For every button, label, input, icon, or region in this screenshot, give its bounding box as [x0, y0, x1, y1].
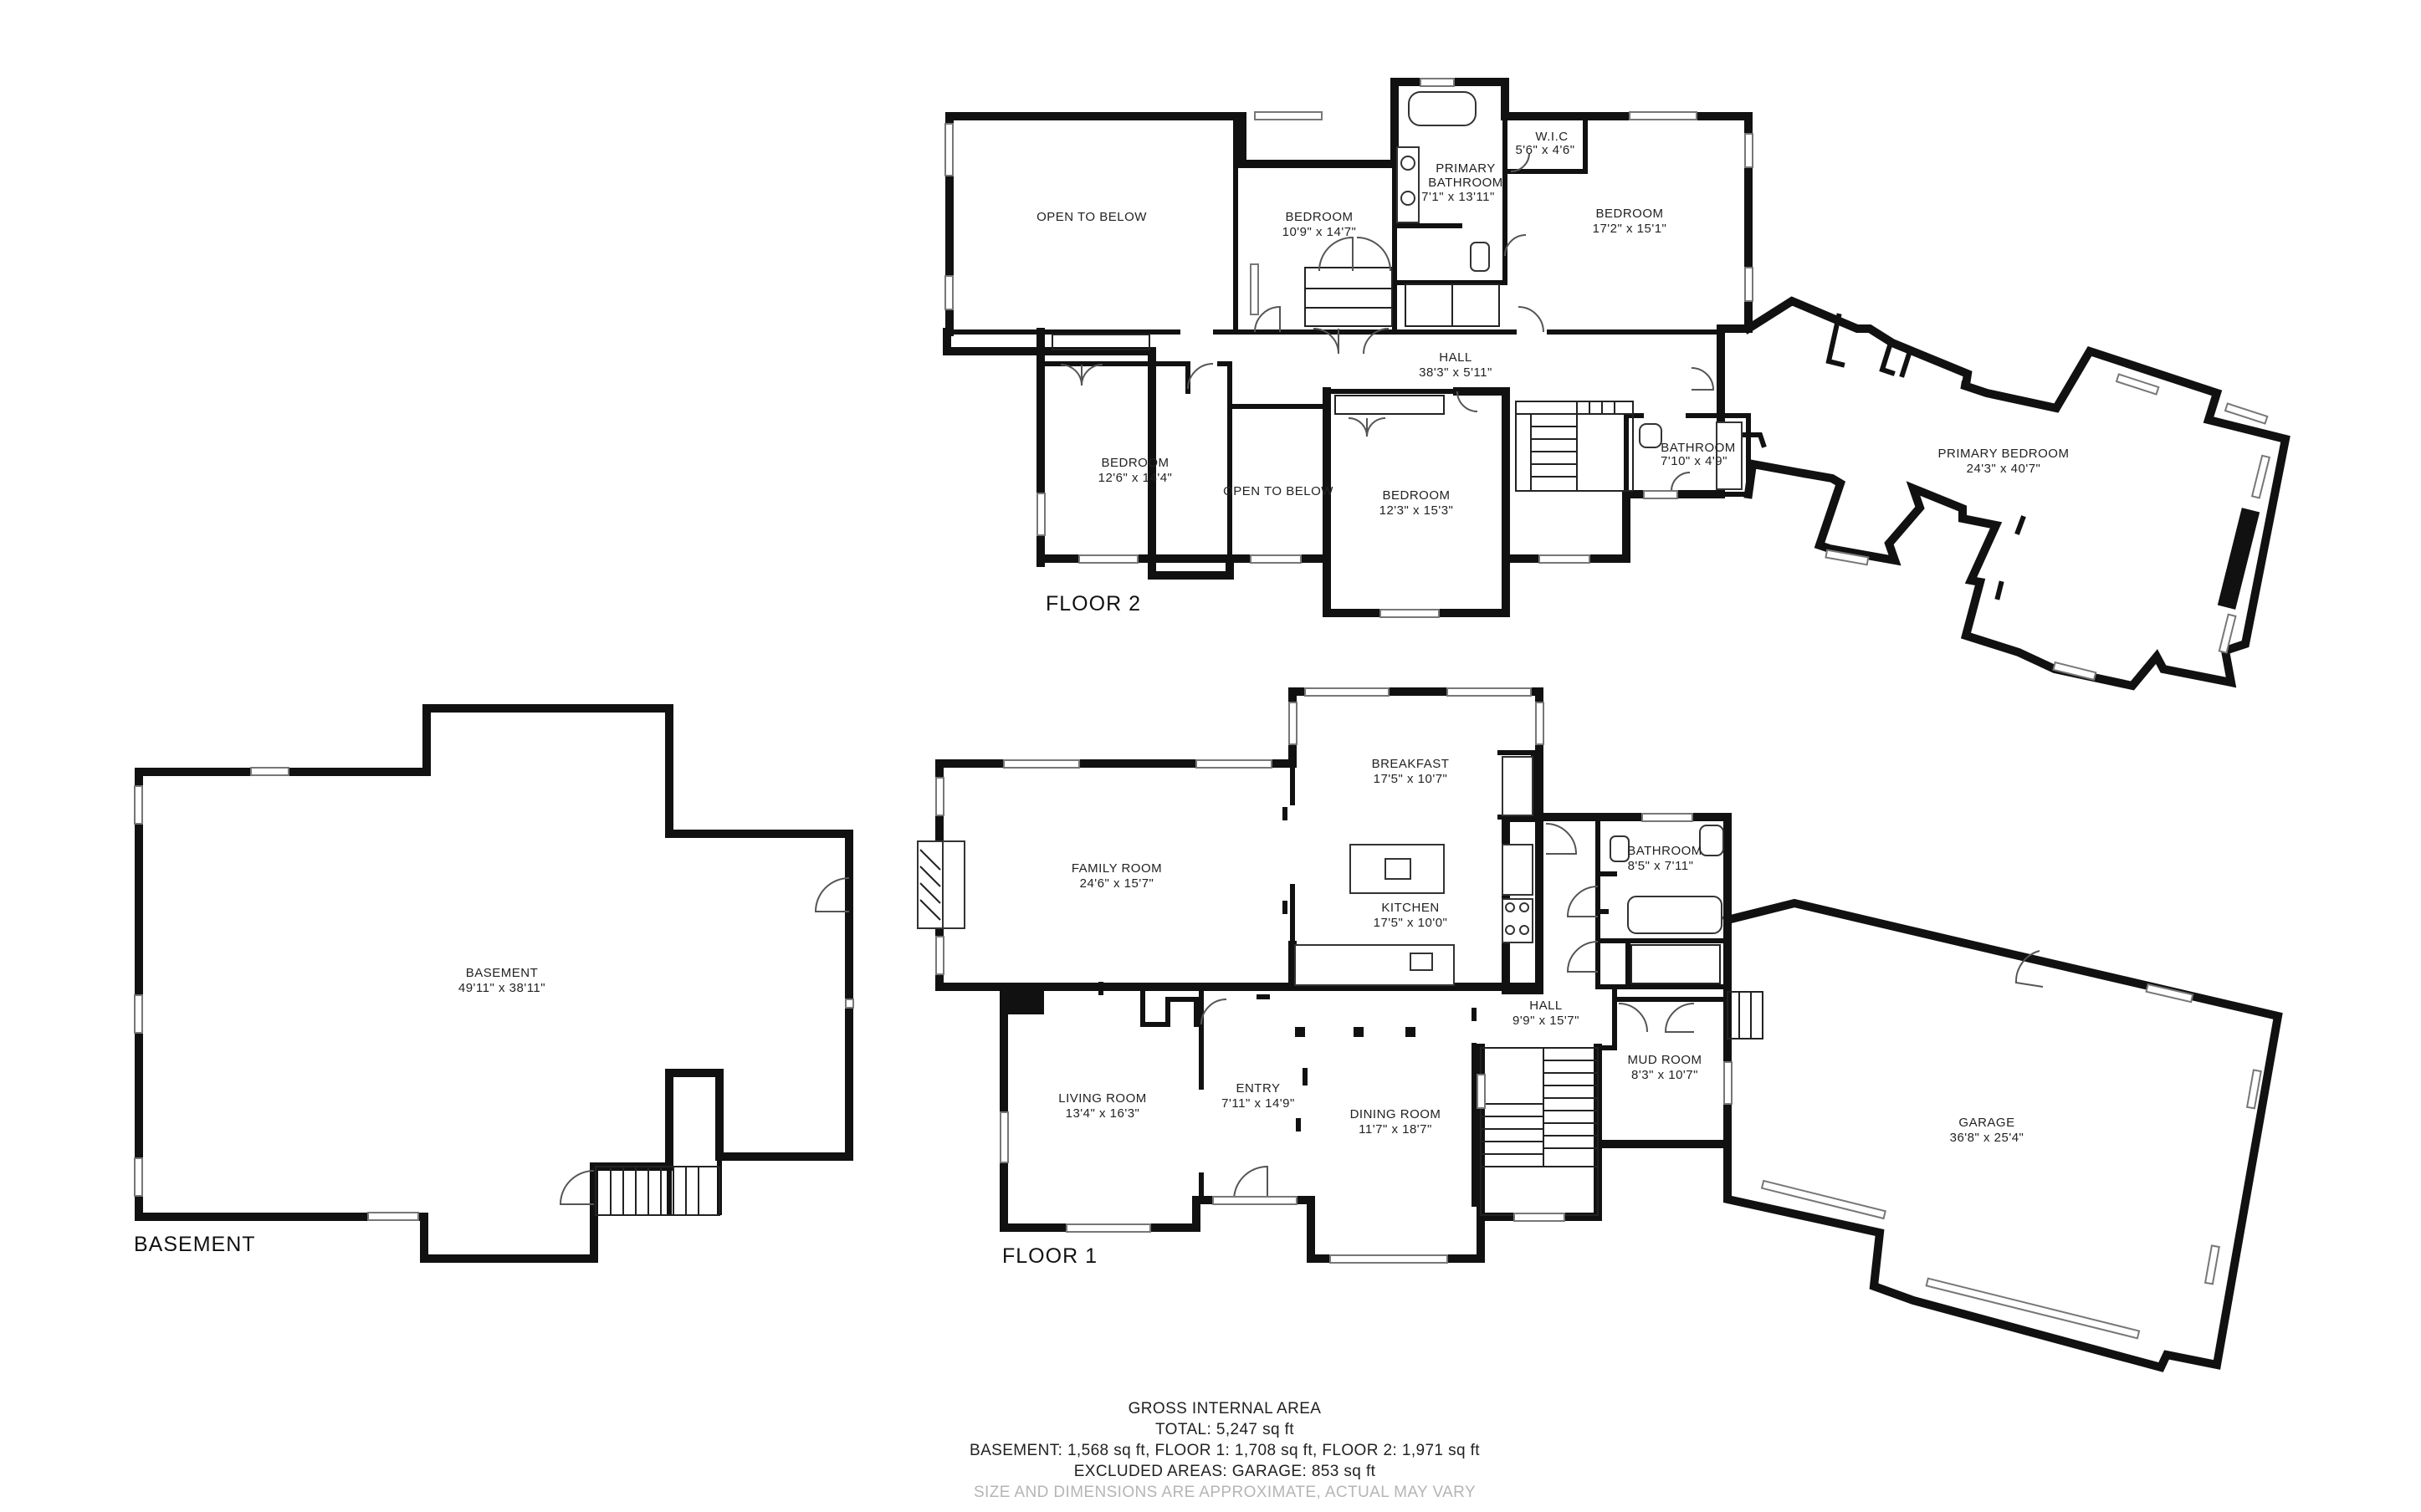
room-dims-hall-2: 38'3" x 5'11" — [1419, 365, 1492, 380]
room-dims-bathroom-1: 8'5" x 7'11" — [1628, 859, 1694, 873]
primary-bedroom-windows — [1825, 373, 2271, 682]
room-label-open-to-below-1: OPEN TO BELOW — [1036, 210, 1147, 224]
summary-floor-areas: BASEMENT: 1,568 sq ft, FLOOR 1: 1,708 sq… — [970, 1442, 1480, 1459]
room-label-primary-bathroom-2: BATHROOM — [1428, 176, 1503, 190]
floor-1-column-3 — [1405, 1027, 1415, 1037]
room-dims-living-room: 13'4" x 16'3" — [1066, 1106, 1140, 1121]
primary-bedroom-niches — [1743, 313, 1913, 448]
room-label-garage: GARAGE — [1958, 1116, 2014, 1130]
floor-2-bedroom-d-block — [1323, 387, 1510, 617]
room-label-bedroom-d: BEDROOM — [1382, 488, 1450, 503]
area-summary: GROSS INTERNAL AREA TOTAL: 5,247 sq ft B… — [970, 1400, 1480, 1501]
floor-1-column-1 — [1295, 1027, 1305, 1037]
primary-bedroom-fireplace — [2217, 508, 2260, 610]
summary-gross-area: GROSS INTERNAL AREA — [1129, 1400, 1322, 1418]
room-dims-mud-room: 8'3" x 10'7" — [1631, 1068, 1698, 1082]
room-dims-entry: 7'11" x 14'9" — [1221, 1096, 1295, 1111]
basement-doors — [559, 877, 850, 1205]
floor-2-windows — [944, 78, 1753, 618]
room-dims-bedroom-c: 12'6" x 14'4" — [1098, 471, 1173, 485]
room-label-bedroom-a: BEDROOM — [1285, 210, 1353, 224]
room-label-entry: ENTRY — [1236, 1081, 1280, 1096]
room-label-basement: BASEMENT — [466, 966, 539, 980]
room-label-wic: W.I.C — [1535, 130, 1568, 144]
floor-1-column-living — [1004, 991, 1044, 1014]
room-dims-hall-1: 9'9" x 15'7" — [1512, 1014, 1579, 1028]
floor-2-stairs — [1515, 401, 1634, 492]
room-label-primary-bathroom-1: PRIMARY — [1436, 161, 1496, 176]
floor-1-fireplace-hatch — [919, 849, 941, 921]
floor-2-bath-fixtures — [1396, 91, 1743, 490]
floor-label-basement: BASEMENT — [134, 1233, 256, 1256]
room-dims-garage: 36'8" x 25'4" — [1950, 1131, 2024, 1145]
summary-total: TOTAL: 5,247 sq ft — [1155, 1421, 1294, 1438]
floor-2-lower-left-block — [1036, 328, 1234, 563]
room-dims-bedroom-a: 10'9" x 14'7" — [1282, 225, 1357, 239]
room-dims-dining-room: 11'7" x 18'7" — [1359, 1122, 1432, 1137]
floor-1-stairs — [1480, 1047, 1599, 1216]
room-label-primary-bedroom: PRIMARY BEDROOM — [1938, 447, 2070, 461]
room-dims-basement: 49'11" x 38'11" — [458, 981, 545, 995]
floor-2-closets — [1052, 267, 1500, 415]
room-label-mud-room: MUD ROOM — [1628, 1053, 1702, 1067]
room-label-bathroom-1: BATHROOM — [1627, 844, 1702, 858]
basement-stair-wall — [667, 1070, 722, 1215]
primary-bedroom-marks — [1994, 515, 2026, 600]
room-label-hall-1: HALL — [1529, 999, 1563, 1013]
floor-1-outline — [935, 687, 1543, 822]
floor-1-marks — [1098, 807, 1477, 1131]
room-dims-kitchen: 17'5" x 10'0" — [1374, 916, 1448, 930]
room-dims-bathroom-2: 7'10" x 4'9" — [1661, 454, 1727, 468]
room-dims-wic: 5'6" x 4'6" — [1515, 143, 1574, 157]
room-label-family-room: FAMILY ROOM — [1072, 861, 1162, 876]
room-label-open-to-below-2: OPEN TO BELOW — [1223, 484, 1333, 498]
floor-1-mudroom — [1595, 984, 1726, 1050]
floor-1-main-shell — [935, 687, 1602, 1263]
room-dims-breakfast: 17'5" x 10'7" — [1374, 772, 1448, 786]
room-label-hall-2: HALL — [1439, 350, 1472, 365]
basement-plan: BASEMENT 49'11" x 38'11" BASEMENT — [134, 704, 854, 1263]
floor-label-floor-2: FLOOR 2 — [1046, 592, 1141, 616]
floor-1-plan — [917, 687, 2283, 1372]
room-label-kitchen: KITCHEN — [1381, 901, 1439, 915]
floor-1-windows — [935, 687, 2262, 1340]
room-label-bedroom-b: BEDROOM — [1595, 207, 1663, 221]
floor-2-doors — [1060, 152, 1715, 492]
floor-1-fireplace-hearth — [942, 840, 965, 929]
room-dims-primary-bathroom: 7'1" x 13'11" — [1421, 190, 1495, 204]
floor-1-kitchen-fixtures — [1294, 756, 1533, 986]
floor-2-open2 — [1227, 404, 1329, 561]
floor-1-doors — [1200, 823, 2044, 1201]
room-dims-bedroom-d: 12'3" x 15'3" — [1379, 503, 1454, 518]
floor-label-floor-1: FLOOR 1 — [1002, 1244, 1098, 1268]
summary-disclaimer: SIZE AND DIMENSIONS ARE APPROXIMATE, ACT… — [974, 1484, 1476, 1501]
room-label-dining-room: DINING ROOM — [1350, 1107, 1441, 1121]
basement-stairs — [595, 1166, 720, 1216]
floor-2-labels: OPEN TO BELOW BEDROOM 10'9" x 14'7" PRIM… — [1036, 130, 2069, 616]
room-dims-bedroom-b: 17'2" x 15'1" — [1593, 222, 1667, 236]
floor-2-wall-bath-mid — [1392, 223, 1507, 285]
summary-excluded: EXCLUDED AREAS: GARAGE: 853 sq ft — [1074, 1463, 1376, 1480]
room-label-bedroom-c: BEDROOM — [1101, 456, 1169, 470]
basement-windows — [134, 767, 854, 1221]
floor-2-wic — [1502, 114, 1588, 174]
floor-1-garage — [1722, 898, 2283, 1372]
floor-1-closet-entry — [1140, 988, 1199, 1027]
floor-1-labels: BREAKFAST 17'5" x 10'7" FAMILY ROOM 24'6… — [1002, 757, 2024, 1268]
room-dims-primary-bedroom: 24'3" x 40'7" — [1967, 462, 2041, 476]
room-label-bathroom-2: BATHROOM — [1661, 441, 1736, 455]
floor-2-plan — [943, 78, 2290, 691]
floor-1-column-2 — [1354, 1027, 1364, 1037]
basement-outline — [135, 704, 853, 1263]
room-dims-family-room: 24'6" x 15'7" — [1080, 876, 1154, 891]
floor-1-bath-fixtures — [1610, 825, 1724, 984]
garage-steps — [1727, 991, 1763, 1040]
room-label-living-room: LIVING ROOM — [1058, 1091, 1147, 1106]
room-label-breakfast: BREAKFAST — [1372, 757, 1450, 771]
floor-2-stair-block — [1502, 387, 1630, 563]
primary-bedroom-outline — [1743, 296, 2290, 691]
